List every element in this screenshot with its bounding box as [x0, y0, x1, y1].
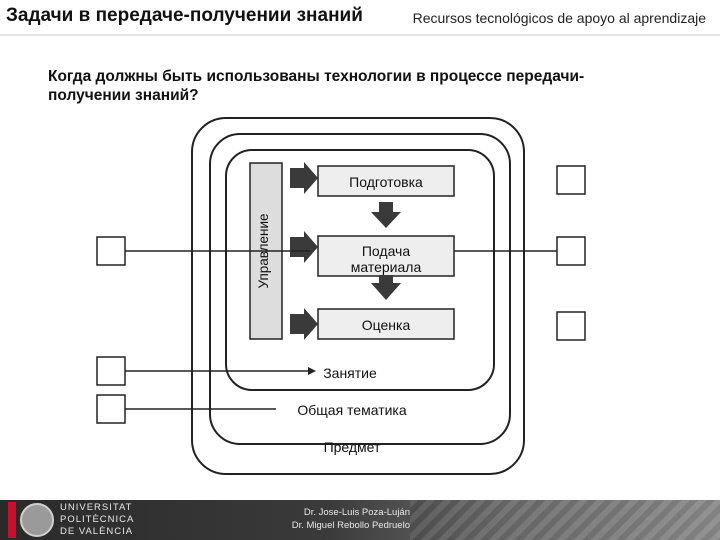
right-output-box: [556, 165, 586, 195]
question-text: Когда должны быть использованы технологи…: [48, 68, 585, 104]
arrow-right-icon: [308, 367, 316, 375]
arrow-right-icon: [290, 162, 318, 194]
right-output-box: [556, 311, 586, 341]
footer-authors: Dr. Jose-Luis Poza-Luján Dr. Miguel Rebo…: [270, 506, 410, 532]
layer-label-topic: Общая тематика: [297, 402, 406, 418]
left-input-box: [96, 394, 126, 424]
arrow-down-icon: [371, 275, 401, 300]
university-seal-icon: [20, 503, 54, 537]
university-line: POLITÈCNICA: [60, 514, 135, 525]
footer-bar: [0, 500, 720, 540]
layer-label-session: Занятие: [323, 365, 377, 381]
arrow-down-icon: [371, 202, 401, 228]
right-output-box: [556, 236, 586, 266]
footer-background-image: [410, 500, 720, 540]
author-line: Dr. Jose-Luis Poza-Luján: [303, 507, 410, 518]
left-input-box: [96, 236, 126, 266]
university-logo-mark: [8, 502, 16, 538]
stage-label-preparation: Подготовка: [349, 174, 423, 190]
header-divider: [0, 34, 720, 36]
arrow-right-icon: [290, 308, 318, 340]
stage-label-assessment: Оценка: [362, 317, 411, 333]
university-name: UNIVERSITAT POLITÈCNICA DE VALÈNCIA: [60, 502, 134, 538]
stage-box-assessment: [317, 308, 455, 340]
inner-frame-session: [225, 149, 495, 391]
stage-box-delivery: [317, 235, 455, 277]
author-line: Dr. Miguel Rebollo Pedruelo: [291, 520, 410, 531]
layer-label-subject: Предмет: [324, 439, 381, 455]
middle-frame-topic: [209, 133, 511, 445]
university-line: DE VALÈNCIA: [60, 526, 134, 537]
stage-box-preparation: [317, 165, 455, 197]
slide-title: Задачи в передаче-получении знаний: [6, 5, 363, 26]
outer-frame-subject: [191, 117, 525, 475]
arrow-right-icon: [290, 231, 318, 263]
university-line: UNIVERSITAT: [60, 502, 133, 513]
header-subtitle: Recursos tecnológicos de apoyo al aprend…: [412, 10, 706, 26]
left-input-box: [96, 356, 126, 386]
